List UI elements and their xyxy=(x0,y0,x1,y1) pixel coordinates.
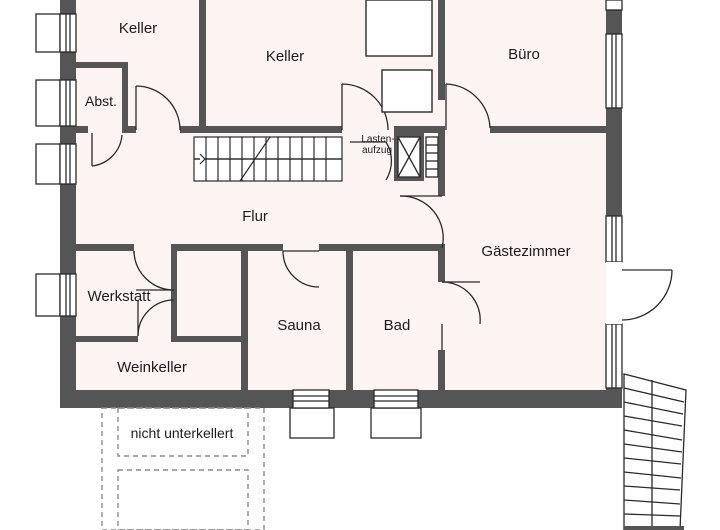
floor-area xyxy=(76,0,606,390)
room-label-abst: Abst. xyxy=(85,93,117,109)
room-label-sauna: Sauna xyxy=(277,317,321,334)
door-swings xyxy=(91,83,491,350)
room-label-lastenaufzug-line2: aufzug xyxy=(362,145,392,156)
exterior-door xyxy=(606,262,673,324)
lift-shaft xyxy=(394,133,439,181)
room-label-weinkeller: Weinkeller xyxy=(117,359,187,376)
room-label-lastenaufzug-line1: Lasten- xyxy=(361,134,394,145)
annotation-nicht-unterkellert: nicht unterkellert xyxy=(131,425,234,441)
room-label-flur: Flur xyxy=(242,208,268,225)
room-label-werkstatt: Werkstatt xyxy=(87,288,151,305)
room-label-keller-left: Keller xyxy=(119,20,157,37)
storage-boxes xyxy=(365,0,433,113)
interior-walls xyxy=(76,0,606,390)
room-label-buero: Büro xyxy=(508,46,540,63)
room-label-keller-mid: Keller xyxy=(266,48,304,65)
room-label-gaestezimmer: Gästezimmer xyxy=(481,243,570,260)
unexcavated-area xyxy=(101,407,265,530)
windows-left xyxy=(35,13,77,317)
windows-right xyxy=(605,0,623,389)
exterior-staircase xyxy=(623,373,687,530)
light-wells xyxy=(289,389,422,439)
room-label-bad: Bad xyxy=(384,317,411,334)
staircase xyxy=(193,136,343,182)
